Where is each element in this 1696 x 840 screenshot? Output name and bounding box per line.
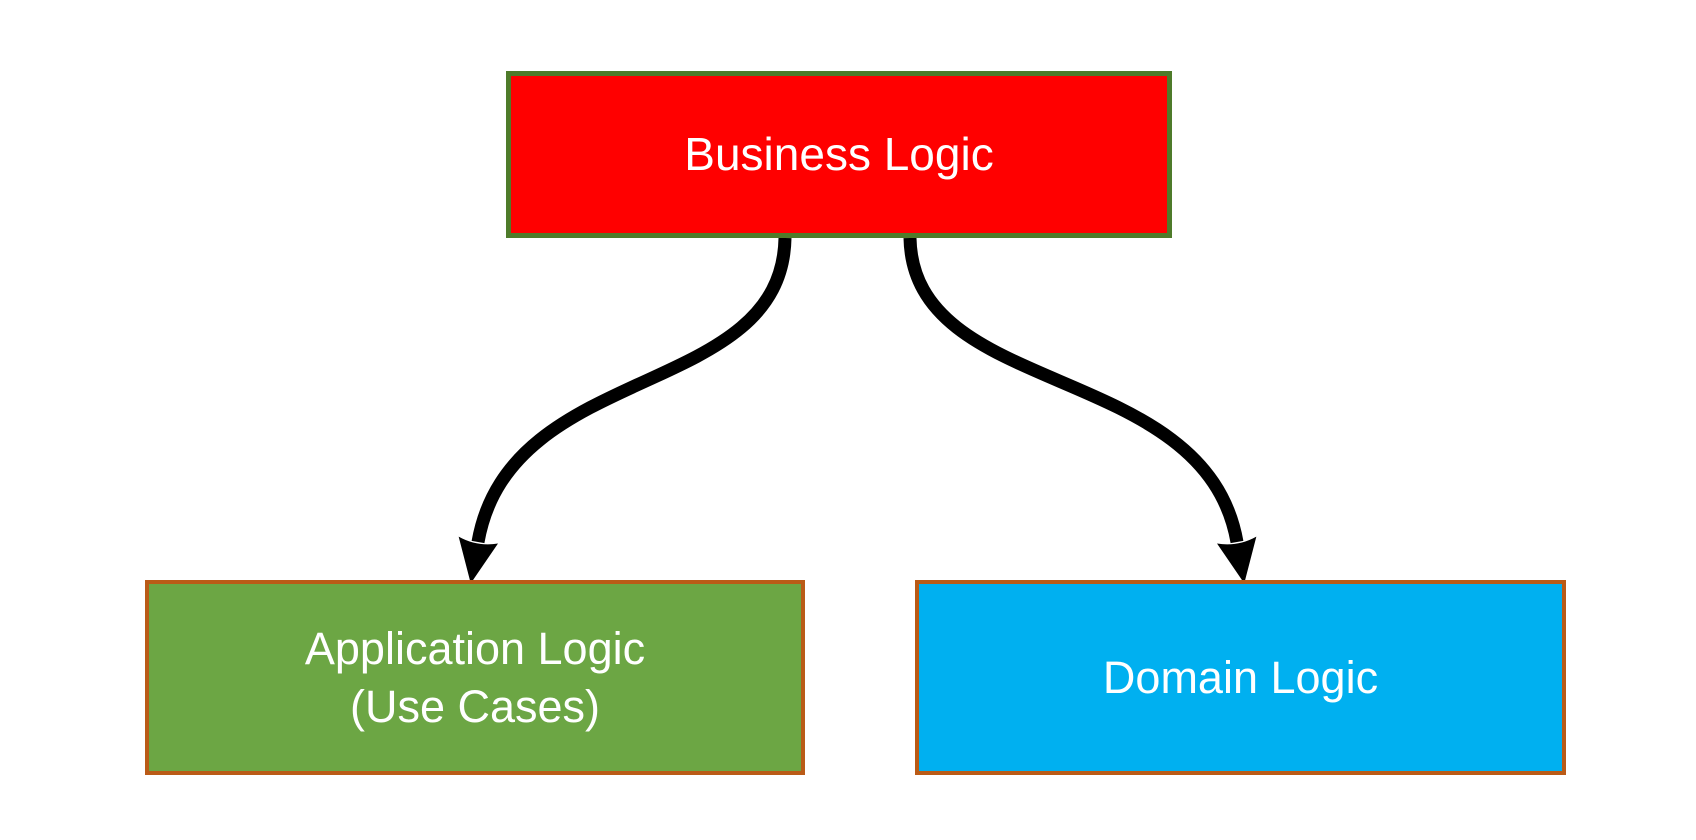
- node-application-logic: Application Logic (Use Cases): [145, 580, 805, 775]
- node-business-logic-label: Business Logic: [684, 128, 994, 181]
- connector-business-to-application: [458, 237, 792, 584]
- node-domain-logic-label: Domain Logic: [1102, 651, 1379, 703]
- node-domain-logic: Domain Logic: [915, 580, 1566, 775]
- connector-business-to-domain: [903, 237, 1257, 584]
- node-application-logic-label: Application Logic: [304, 622, 646, 674]
- node-application-logic-sublabel: (Use Cases): [349, 680, 601, 732]
- node-business-logic: Business Logic: [506, 71, 1172, 238]
